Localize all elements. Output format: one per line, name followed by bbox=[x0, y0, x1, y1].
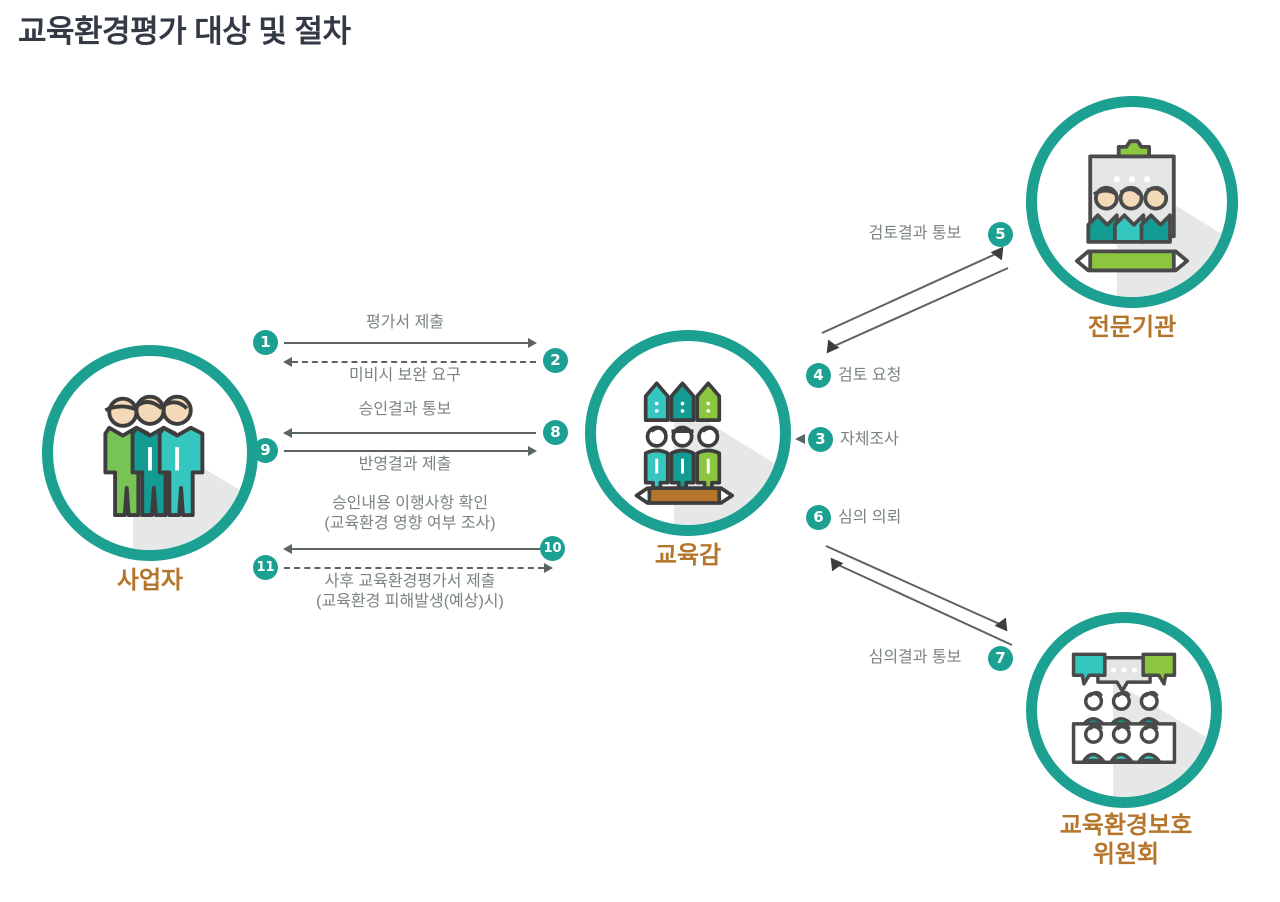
flow-line-1 bbox=[284, 342, 528, 344]
flow-line-7 bbox=[833, 562, 1013, 646]
flow-line-11 bbox=[284, 567, 544, 569]
flow-arrow-11 bbox=[544, 563, 553, 573]
flow-line-2 bbox=[292, 361, 536, 363]
flow-line-6 bbox=[825, 545, 1005, 627]
flow-arrow-4 bbox=[990, 246, 1004, 261]
flow-label-5: 검토결과 통보 bbox=[868, 225, 962, 242]
node-superintendent-ring bbox=[585, 330, 791, 536]
node-committee-icon-area bbox=[1037, 623, 1211, 797]
flow-label-1: 평가서 제출 bbox=[365, 314, 445, 331]
flow-label-7: 심의결과 통보 bbox=[868, 649, 962, 666]
node-agency-ring bbox=[1026, 96, 1238, 308]
flow-label-11: 사후 교육환경평가서 제출 (교육환경 피해발생(예상)시) bbox=[316, 573, 504, 610]
flow-line-5 bbox=[829, 267, 1009, 349]
committee-meeting-icon bbox=[1071, 652, 1177, 764]
flow-badge-7: 7 bbox=[988, 646, 1013, 671]
flow-line-9 bbox=[284, 450, 528, 452]
flow-badge-10: 10 bbox=[540, 536, 565, 561]
flow-badge-6: 6 bbox=[806, 505, 831, 530]
officials-with-schools-and-pencil-icon bbox=[634, 381, 734, 505]
flow-badge-8: 8 bbox=[543, 420, 568, 445]
flow-arrow-1 bbox=[528, 338, 537, 348]
flow-badge-11: 11 bbox=[253, 555, 278, 580]
node-superintendent-label: 교육감 bbox=[654, 542, 722, 569]
flow-label-3: 자체조사 bbox=[840, 431, 899, 448]
flow-label-6: 심의 의뢰 bbox=[838, 509, 902, 526]
flow-line-8 bbox=[292, 432, 536, 434]
flow-badge-4: 4 bbox=[806, 363, 831, 388]
flow-badge-9: 9 bbox=[253, 438, 278, 463]
flow-label-10: 승인내용 이행사항 확인 (교육환경 영향 여부 조사) bbox=[324, 495, 496, 532]
flow-line-4 bbox=[821, 251, 1001, 334]
flow-arrow-2 bbox=[283, 357, 292, 367]
flow-arrow-9 bbox=[528, 446, 537, 456]
node-business-ring bbox=[42, 345, 258, 561]
node-agency-icon-area bbox=[1037, 107, 1227, 297]
flow-arrow-10 bbox=[283, 544, 292, 554]
node-superintendent-icon-area bbox=[596, 341, 780, 525]
node-business-icon-area bbox=[53, 356, 247, 550]
node-business-label: 사업자 bbox=[116, 567, 184, 594]
flow-arrow-8 bbox=[283, 428, 292, 438]
page-title: 교육환경평가 대상 및 절차 bbox=[18, 14, 351, 49]
clipboard-review-team-icon bbox=[1075, 139, 1189, 273]
flow-label-2: 미비시 보완 요구 bbox=[349, 367, 461, 384]
node-committee-label: 교육환경보호 위원회 bbox=[1059, 812, 1193, 868]
flow-badge-5: 5 bbox=[988, 222, 1013, 247]
flow-line-10 bbox=[292, 548, 552, 550]
self-arrow-3-marker bbox=[795, 434, 805, 444]
flow-label-9: 반영결과 제출 bbox=[358, 456, 452, 473]
flow-label-8: 승인결과 통보 bbox=[358, 401, 452, 418]
flow-badge-3: 3 bbox=[808, 427, 833, 452]
flow-arrow-7 bbox=[830, 557, 844, 572]
flow-arrow-6 bbox=[994, 617, 1008, 632]
flow-label-4: 검토 요청 bbox=[838, 367, 902, 384]
flow-badge-2: 2 bbox=[543, 348, 568, 373]
flow-arrow-5 bbox=[826, 339, 840, 354]
node-committee-ring bbox=[1026, 612, 1222, 808]
node-agency-label: 전문기관 bbox=[1087, 314, 1177, 341]
flow-badge-1: 1 bbox=[253, 330, 278, 355]
three-business-people-icon bbox=[103, 394, 205, 518]
